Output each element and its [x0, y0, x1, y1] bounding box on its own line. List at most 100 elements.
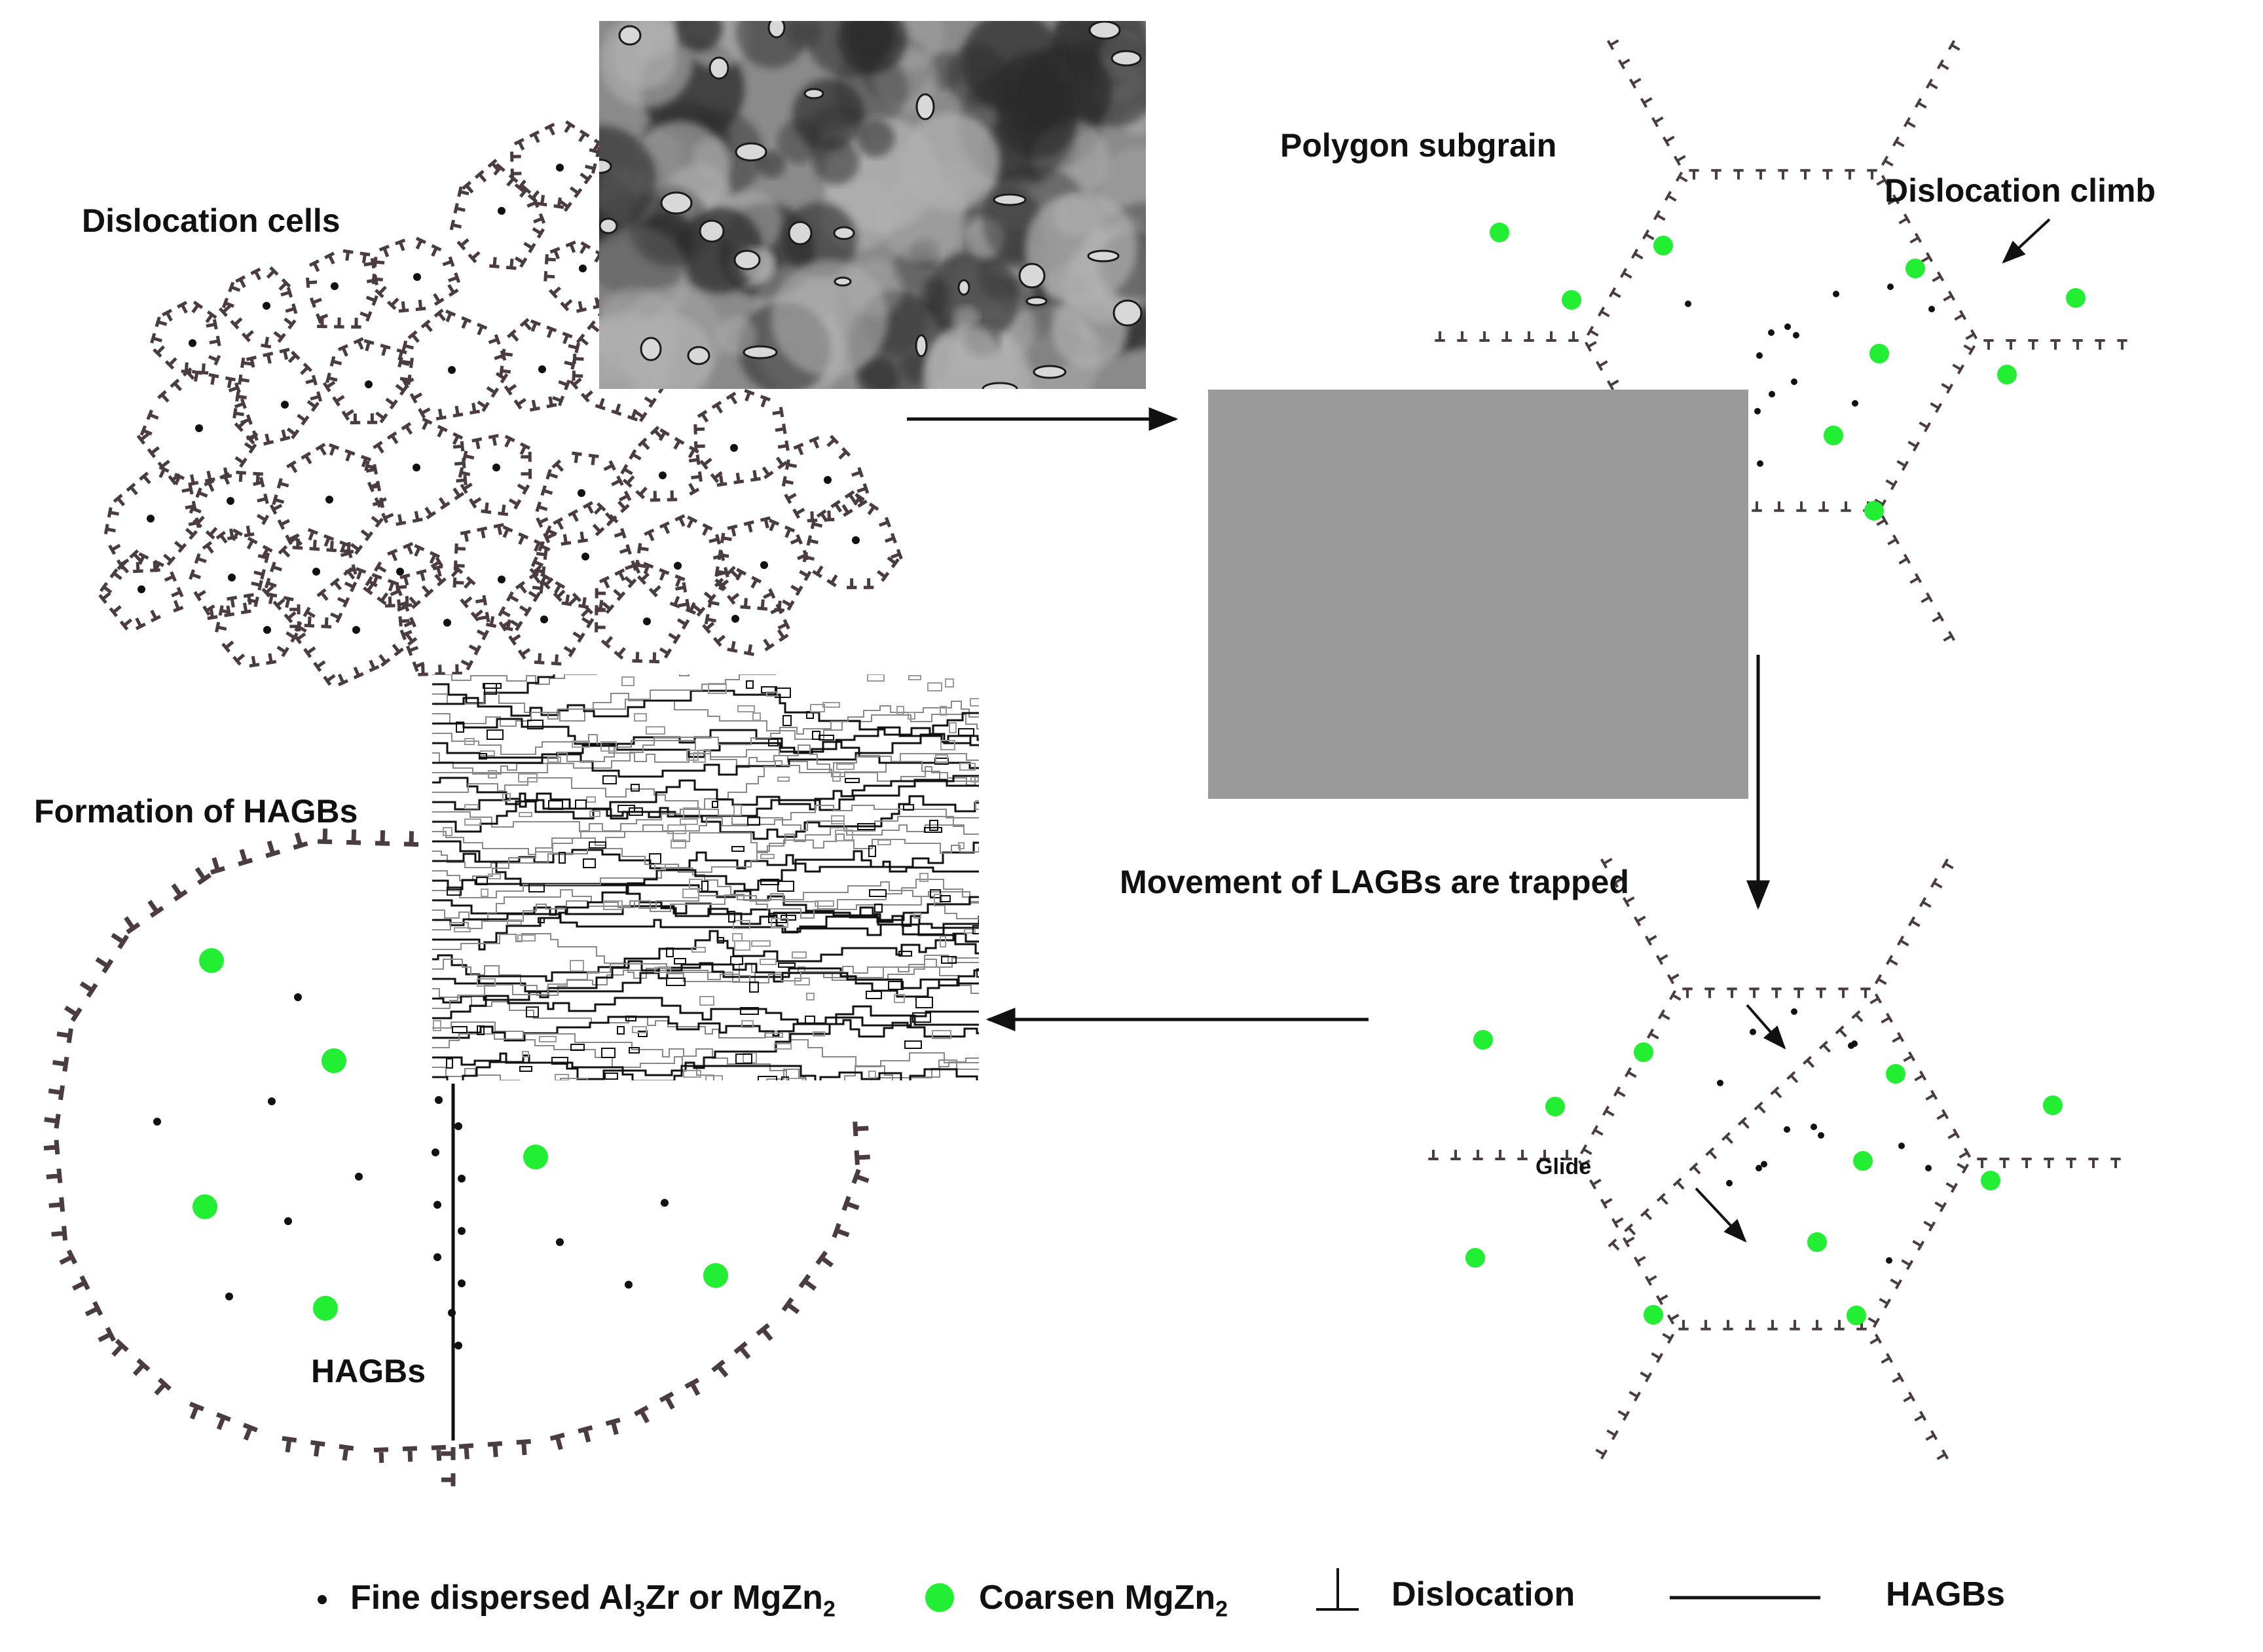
fine-particle [1761, 1161, 1767, 1167]
coarse-particle [199, 948, 224, 973]
boundary-trace [432, 1054, 978, 1080]
label-dislocation-cells: Dislocation cells [82, 202, 340, 239]
dislocation-cell-wall [293, 566, 418, 687]
coarse-particle [703, 1263, 728, 1288]
fine-particle [579, 265, 587, 272]
grain-cell [600, 741, 617, 752]
fine-particle [852, 536, 860, 544]
micrograph-texture [771, 260, 888, 376]
grain-cell [932, 1030, 951, 1039]
grain-cell [464, 738, 475, 745]
ebsd-boundary-map [432, 674, 979, 1080]
label-movement-trapped: Movement of LAGBs are trapped [1120, 864, 1629, 900]
grain-cell [857, 823, 875, 830]
grain-cell [867, 674, 885, 682]
dislocation-cell-wall [693, 388, 790, 487]
fine-particle [352, 626, 360, 634]
fine-particle [263, 626, 271, 634]
fine-particle [325, 496, 333, 504]
grain-cell [621, 676, 635, 686]
micrograph-texture [1052, 292, 1128, 368]
fine-particle [1833, 291, 1839, 297]
grain-cell [683, 1070, 701, 1078]
grain-cell [686, 750, 699, 761]
fine-particle [228, 574, 236, 581]
fine-particle [331, 282, 339, 290]
dislocation-cell-wall [714, 516, 812, 612]
grain-cell [476, 877, 488, 885]
precipitate [915, 93, 935, 120]
fine-particle [1769, 391, 1775, 397]
grain-cell [733, 805, 742, 816]
grain-cell [731, 846, 745, 852]
coarse-particle [1473, 1030, 1493, 1050]
label-glide: Glide [1536, 1154, 1592, 1179]
grain-cell [959, 763, 976, 771]
grain-cell [929, 820, 938, 831]
dislocation-cell-wall [395, 564, 490, 676]
grain-boundary-arm [1983, 339, 2127, 350]
grain-cell [583, 858, 596, 868]
grain-cell [869, 889, 887, 897]
grain-cell [502, 793, 511, 801]
dislocation-cell-wall [498, 570, 595, 666]
grain-cell [737, 705, 755, 712]
fine-particle [731, 615, 739, 623]
grain-cell [894, 994, 905, 1003]
fine-particle [195, 424, 203, 432]
grain-cell [810, 704, 825, 712]
fine-particle [448, 1309, 456, 1317]
dislocation-cell-wall [595, 560, 691, 664]
precipitate [699, 219, 725, 243]
coarse-particle [1545, 1097, 1565, 1116]
grain-cell [908, 675, 921, 680]
fine-particle [498, 207, 506, 215]
micrograph-texture [633, 21, 676, 59]
fine-particle [268, 1097, 276, 1105]
grain-cell [912, 1012, 931, 1023]
trapped-lagb-hexagon [1428, 858, 2121, 1460]
precipitate [660, 191, 693, 215]
fine-particle [1717, 1080, 1723, 1086]
grain-cell [836, 763, 855, 770]
dislocation-cell-wall [261, 528, 358, 629]
micrograph-texture [792, 79, 864, 151]
fine-particle [556, 164, 564, 172]
fine-particle [1756, 1165, 1762, 1171]
fine-particle [1928, 306, 1935, 312]
micrograph-texture [782, 202, 857, 277]
grain-boundary-arm [1869, 1333, 1949, 1460]
coarse-particle [313, 1296, 338, 1321]
fine-particle [1754, 408, 1761, 414]
boundary-trace [432, 1057, 979, 1080]
grain-cell [479, 753, 487, 760]
dislocation-cell-wall [371, 236, 461, 313]
micrograph-texture [1025, 192, 1137, 303]
grain-cell [760, 959, 777, 965]
fine-particle [498, 576, 506, 583]
grain-cell [488, 873, 501, 879]
boundary-trace [432, 850, 979, 951]
boundary-trace [432, 674, 776, 727]
micrograph-texture [858, 358, 898, 389]
grain-cell [941, 956, 957, 964]
grain-cell [766, 691, 778, 697]
grain-cell [528, 883, 545, 892]
grain-cell [589, 811, 600, 817]
grain-cell [570, 1044, 585, 1051]
legend [318, 1568, 1820, 1612]
precipitate [1025, 296, 1048, 306]
grain-cell [548, 800, 563, 810]
grain-cell [477, 1025, 485, 1035]
boundary-trace [432, 954, 979, 998]
fine-particle [225, 1293, 233, 1300]
fine-particle [1784, 1126, 1790, 1133]
grain-cell [634, 713, 647, 722]
grain-cell [805, 1016, 815, 1025]
label-dislocation-climb: Dislocation climb [1885, 172, 2156, 209]
fine-particle [294, 993, 302, 1001]
fine-particle [454, 1122, 462, 1130]
grain-cell [903, 804, 914, 811]
precipitate [1113, 299, 1143, 327]
grain-cell [812, 731, 820, 740]
